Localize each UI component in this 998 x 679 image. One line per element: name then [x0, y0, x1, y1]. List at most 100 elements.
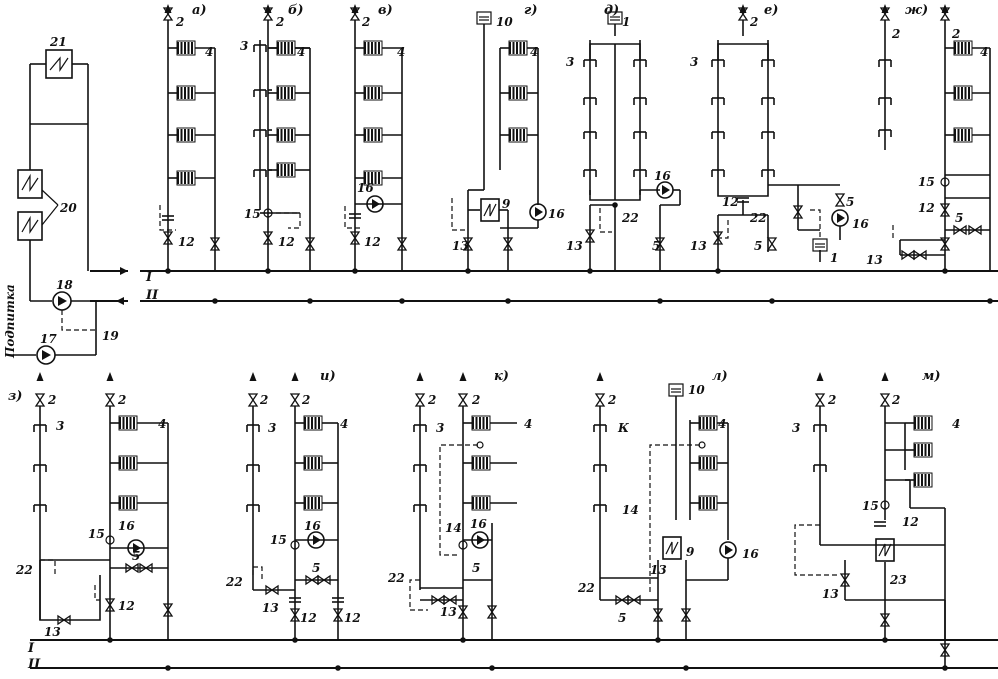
label: 15 [862, 499, 879, 513]
heat-exchanger-icon [665, 541, 679, 555]
label: 16 [118, 519, 135, 533]
pipe-junction [882, 637, 888, 643]
arrow-up-icon [291, 372, 299, 381]
label: 9 [502, 197, 511, 211]
pipe [717, 43, 769, 60]
label: 22 [387, 571, 405, 585]
label: 13 [690, 239, 707, 253]
makeup-label: Подпитка [3, 284, 17, 359]
label: 4 [980, 45, 988, 59]
pump-icon [725, 545, 733, 555]
label-20: 20 [59, 201, 77, 215]
radiator-icon [363, 85, 383, 101]
valve-icon [139, 562, 153, 574]
label-21: 21 [49, 35, 67, 49]
tank-icon [476, 11, 492, 25]
radiator-icon [508, 127, 528, 143]
label: 12 [344, 611, 361, 625]
radiator-icon [118, 495, 138, 511]
valve-icon [627, 594, 641, 606]
valve-icon [57, 614, 71, 626]
label: 23 [889, 573, 907, 587]
scheme-letter: к) [494, 369, 509, 384]
line-label-I-bottom: I [27, 641, 35, 656]
pipe-junction [655, 637, 661, 643]
valve-icon [502, 237, 514, 251]
valve-icon [737, 7, 749, 21]
radiator-icon [363, 170, 383, 186]
label: 16 [852, 217, 869, 231]
line-label-I-top: I [145, 270, 153, 285]
label: 2 [951, 27, 960, 41]
radiator-icon [698, 455, 718, 471]
check-valve-icon [458, 540, 468, 550]
valve-icon [289, 393, 301, 407]
valve-icon [349, 7, 361, 21]
pipe-junction [657, 298, 663, 304]
valve-icon [879, 7, 891, 21]
label: 5 [754, 239, 762, 253]
label: 2 [891, 393, 900, 407]
valve-icon [304, 237, 316, 251]
label: 12 [902, 515, 919, 529]
label: 12 [278, 235, 295, 249]
pump-icon [307, 531, 325, 549]
scheme-letter: а) [192, 3, 207, 18]
scheme-letter: и) [320, 369, 336, 384]
label: 3 [436, 421, 444, 435]
radiator-icon [303, 415, 323, 431]
valve-icon [34, 393, 46, 407]
label: 2 [471, 393, 480, 407]
arrow-up-icon [36, 372, 44, 381]
label: 2 [749, 15, 758, 29]
pipe [439, 444, 478, 556]
valve-icon [652, 608, 664, 622]
pump-icon [313, 535, 321, 545]
sensor-icon [476, 441, 484, 449]
label: 14 [622, 503, 639, 517]
label: 13 [650, 563, 667, 577]
valve-icon [104, 393, 116, 407]
valve-icon [125, 562, 139, 574]
scheme-letter: д) [604, 3, 619, 18]
valve-icon [766, 237, 778, 251]
valve-icon [209, 237, 221, 251]
label: К [617, 421, 630, 435]
radiator-icon [303, 455, 323, 471]
radiator-icon [913, 442, 933, 458]
scheme-letter: в) [378, 3, 393, 18]
label: 3 [690, 55, 698, 69]
pipe-junction [987, 298, 993, 304]
pump-icon [477, 535, 485, 545]
pump-icon [837, 213, 845, 223]
label: 2 [275, 15, 284, 29]
label: 2 [427, 393, 436, 407]
pipe-junction [942, 268, 948, 274]
label: 4 [524, 417, 532, 431]
check-valve-icon [290, 540, 300, 550]
label: 5 [132, 549, 140, 563]
arrow-up-icon [596, 372, 604, 381]
arrow-head-icon [120, 267, 128, 275]
pipe [717, 190, 769, 197]
label: 5 [472, 561, 480, 575]
pump-icon [372, 199, 380, 209]
label: 16 [470, 517, 487, 531]
radiator-icon [471, 495, 491, 511]
pipe-junction [352, 268, 358, 274]
pipe-junction [265, 268, 271, 274]
radiator-icon [508, 40, 528, 56]
pipe [94, 585, 100, 601]
valve-icon [939, 7, 951, 21]
sensor-icon [698, 441, 706, 449]
pipe-junction [165, 268, 171, 274]
pipe [159, 205, 176, 231]
pipe-junction [942, 665, 948, 671]
label: 4 [158, 417, 166, 431]
valve-icon [834, 193, 846, 207]
label: 12 [722, 195, 739, 209]
label-18: 18 [56, 278, 73, 292]
valve-icon [913, 249, 927, 261]
arrow-up-icon [816, 372, 824, 381]
label: 13 [822, 587, 839, 601]
